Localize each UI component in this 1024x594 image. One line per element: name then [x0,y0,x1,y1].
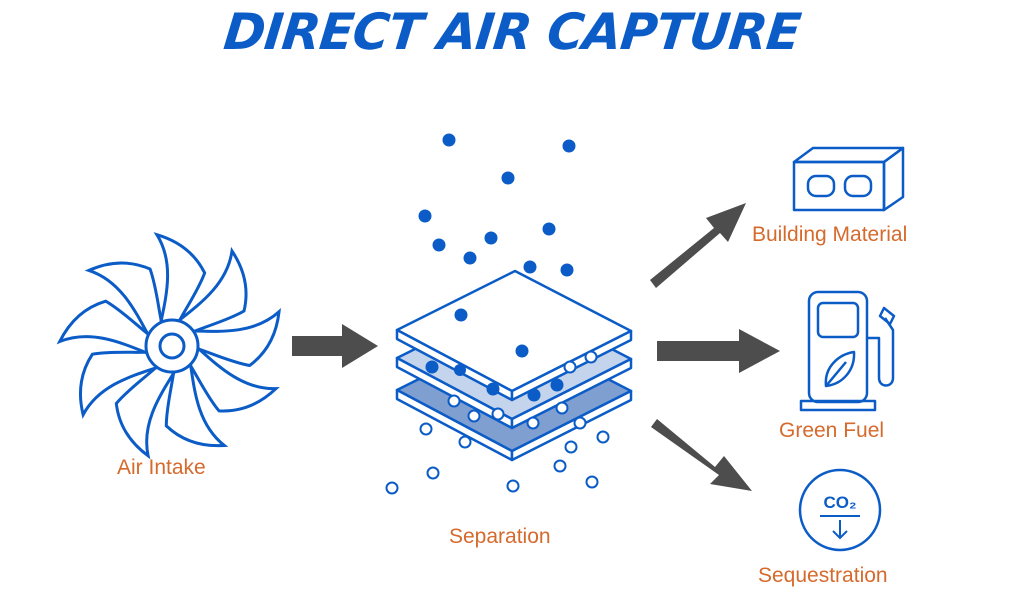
fuel-pump-icon [799,290,896,412]
clean-air-particles [385,350,610,495]
co2-storage-icon: CO₂ [798,468,882,552]
building-material-label: Building Material [752,223,908,246]
arrow-to-building-material [650,203,746,288]
sequestration-label: Sequestration [758,564,888,587]
arrow-intake-to-separation [292,324,378,368]
separation-label: Separation [449,525,551,548]
arrow-to-sequestration [651,419,752,491]
green-fuel-label: Green Fuel [779,419,885,442]
filter-layers-icon [395,269,633,462]
brick-icon [792,146,905,212]
co2-label: CO₂ [823,493,856,512]
co2-particles [418,133,576,402]
air-intake-label: Air Intake [117,456,206,479]
arrow-to-green-fuel [657,329,780,373]
fan-icon [51,224,292,463]
